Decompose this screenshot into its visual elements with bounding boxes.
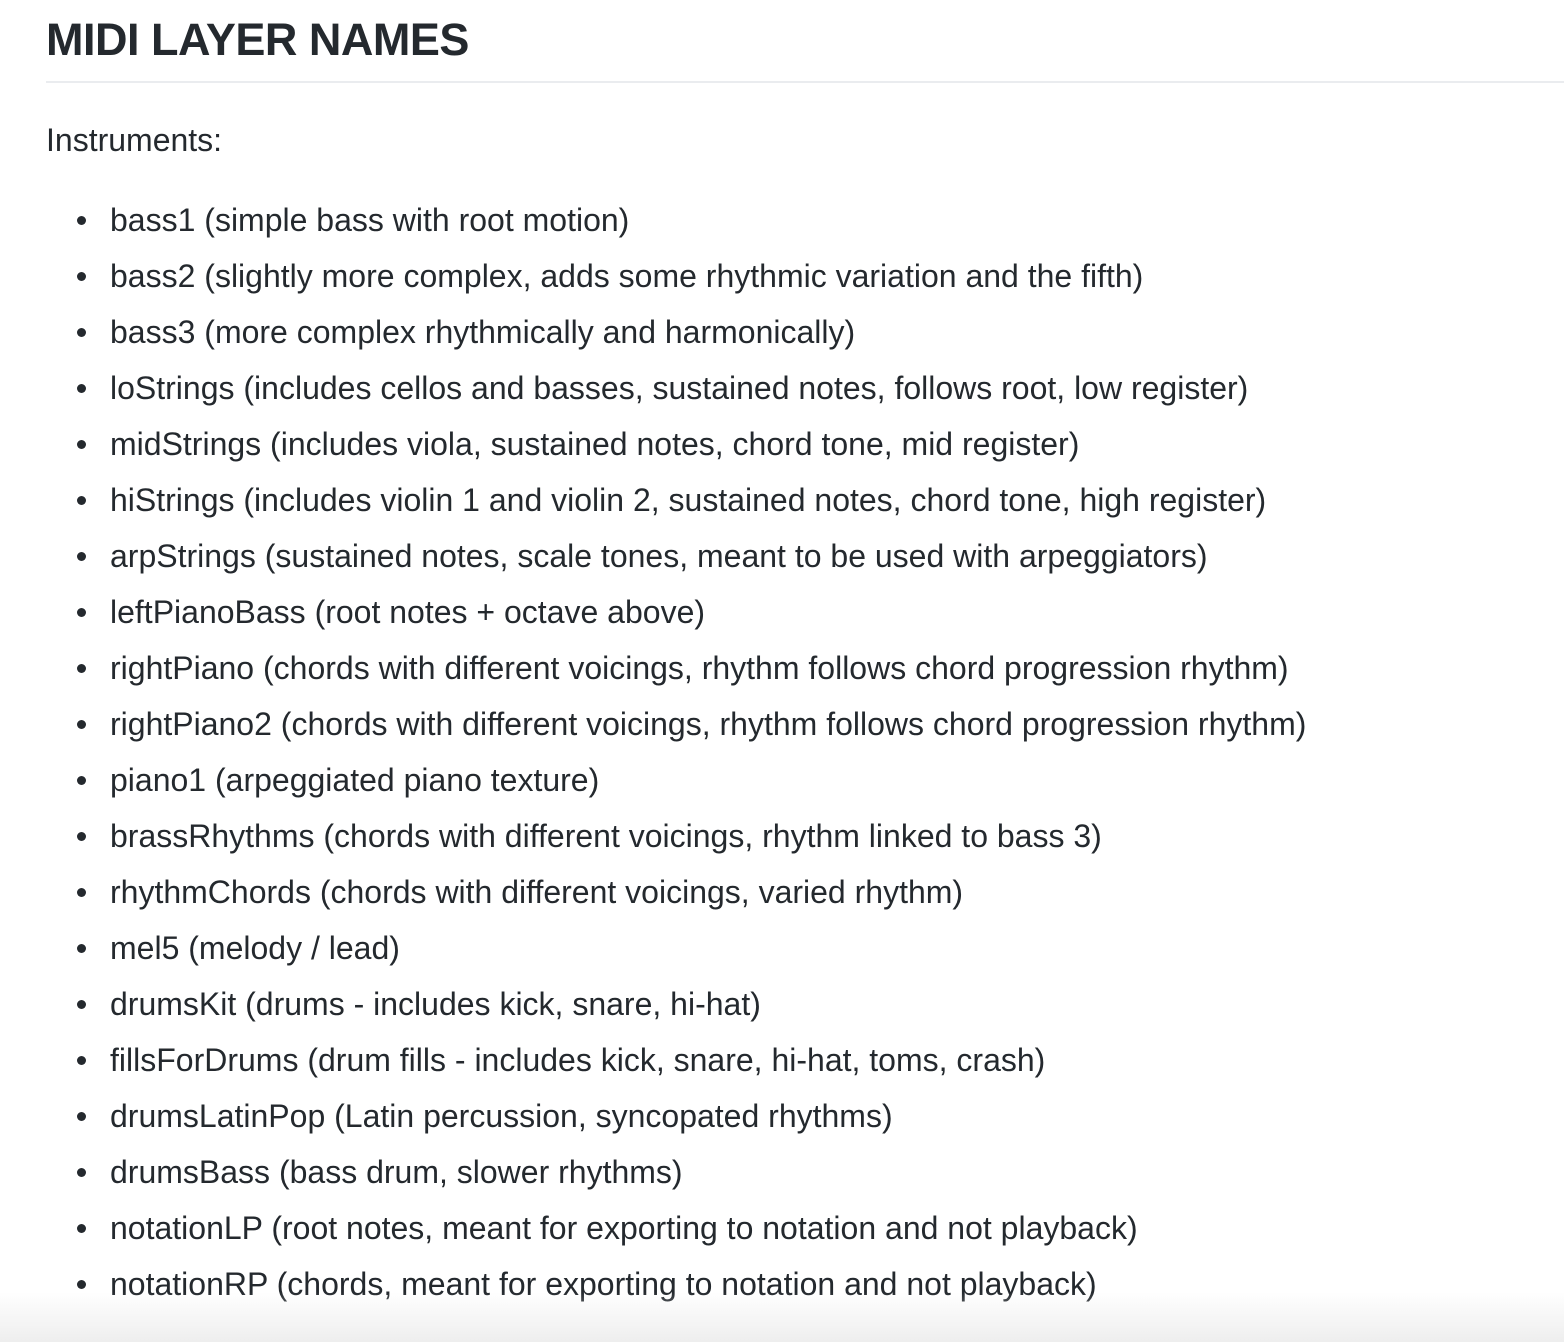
bullet-icon: [77, 216, 86, 225]
list-item-text: piano1 (arpeggiated piano texture): [110, 762, 600, 798]
list-item: notationRP (chords, meant for exporting …: [46, 1264, 1306, 1320]
bullet-icon: [77, 440, 86, 449]
bullet-icon: [77, 552, 86, 561]
list-item-text: bass1 (simple bass with root motion): [110, 202, 630, 238]
bullet-icon: [77, 888, 86, 897]
bullet-icon: [77, 944, 86, 953]
list-item: piano1 (arpeggiated piano texture): [46, 760, 1306, 816]
page-title: MIDI LAYER NAMES: [46, 14, 469, 65]
list-item: leftPianoBass (root notes + octave above…: [46, 592, 1306, 648]
bullet-icon: [77, 496, 86, 505]
list-item: arpStrings (sustained notes, scale tones…: [46, 536, 1306, 592]
instrument-list: bass1 (simple bass with root motion) bass…: [46, 200, 1306, 1320]
list-item-text: mel5 (melody / lead): [110, 930, 400, 966]
list-item: brassRhythms (chords with different voic…: [46, 816, 1306, 872]
list-item: fillsForDrums (drum fills - includes kic…: [46, 1040, 1306, 1096]
list-item: drumsBass (bass drum, slower rhythms): [46, 1152, 1306, 1208]
bullet-icon: [77, 1056, 86, 1065]
list-item-text: fillsForDrums (drum fills - includes kic…: [110, 1042, 1046, 1078]
bullet-icon: [77, 608, 86, 617]
bullet-icon: [77, 328, 86, 337]
list-item: notationLP (root notes, meant for export…: [46, 1208, 1306, 1264]
list-item: bass3 (more complex rhythmically and har…: [46, 312, 1306, 368]
list-item: mel5 (melody / lead): [46, 928, 1306, 984]
list-item-text: drumsKit (drums - includes kick, snare, …: [110, 986, 761, 1022]
list-item-text: notationRP (chords, meant for exporting …: [110, 1266, 1097, 1302]
list-item-text: drumsLatinPop (Latin percussion, syncopa…: [110, 1098, 893, 1134]
list-item: loStrings (includes cellos and basses, s…: [46, 368, 1306, 424]
list-item-text: loStrings (includes cellos and basses, s…: [110, 370, 1249, 406]
list-item-text: rightPiano2 (chords with different voici…: [110, 706, 1307, 742]
list-item-text: brassRhythms (chords with different voic…: [110, 818, 1102, 854]
bullet-icon: [77, 1112, 86, 1121]
bullet-icon: [77, 832, 86, 841]
bullet-icon: [77, 776, 86, 785]
list-item-text: hiStrings (includes violin 1 and violin …: [110, 482, 1267, 518]
list-item-text: midStrings (includes viola, sustained no…: [110, 426, 1080, 462]
bullet-icon: [77, 384, 86, 393]
list-item: rhythmChords (chords with different voic…: [46, 872, 1306, 928]
bullet-icon: [77, 720, 86, 729]
list-item: bass1 (simple bass with root motion): [46, 200, 1306, 256]
bullet-icon: [77, 1280, 86, 1289]
list-item-text: drumsBass (bass drum, slower rhythms): [110, 1154, 683, 1190]
list-item: midStrings (includes viola, sustained no…: [46, 424, 1306, 480]
section-intro: Instruments:: [46, 122, 223, 158]
list-item: bass2 (slightly more complex, adds some …: [46, 256, 1306, 312]
list-item-text: rhythmChords (chords with different voic…: [110, 874, 964, 910]
bullet-icon: [77, 272, 86, 281]
bullet-icon: [77, 1000, 86, 1009]
list-item: drumsKit (drums - includes kick, snare, …: [46, 984, 1306, 1040]
list-item-text: bass3 (more complex rhythmically and har…: [110, 314, 856, 350]
list-item-text: leftPianoBass (root notes + octave above…: [110, 594, 706, 630]
list-item: hiStrings (includes violin 1 and violin …: [46, 480, 1306, 536]
document-page: MIDI LAYER NAMES Instruments: bass1 (sim…: [46, 0, 1564, 1342]
list-item-text: rightPiano (chords with different voicin…: [110, 650, 1289, 686]
title-divider: [46, 81, 1564, 83]
bullet-icon: [77, 664, 86, 673]
bullet-icon: [77, 1168, 86, 1177]
bullet-icon: [77, 1224, 86, 1233]
list-item: rightPiano (chords with different voicin…: [46, 648, 1306, 704]
list-item-text: bass2 (slightly more complex, adds some …: [110, 258, 1144, 294]
list-item-text: arpStrings (sustained notes, scale tones…: [110, 538, 1208, 574]
list-item: drumsLatinPop (Latin percussion, syncopa…: [46, 1096, 1306, 1152]
list-item-text: notationLP (root notes, meant for export…: [110, 1210, 1138, 1246]
list-item: rightPiano2 (chords with different voici…: [46, 704, 1306, 760]
